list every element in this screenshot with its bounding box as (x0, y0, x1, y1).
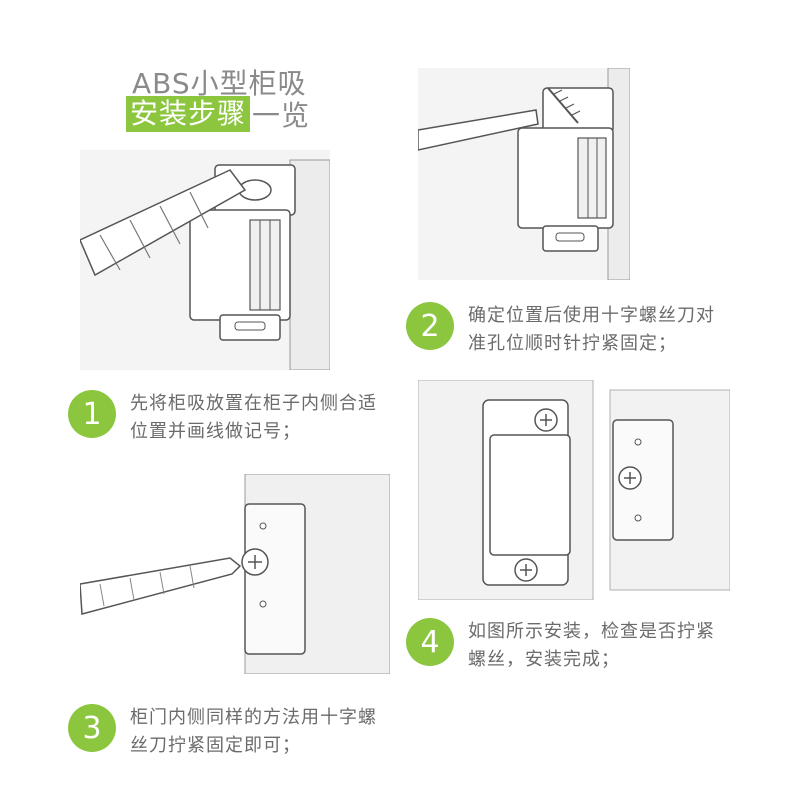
step-number-badge: 4 (406, 618, 454, 666)
step-1: 1 先将柜吸放置在柜子内侧合适位置并画线做记号； (68, 390, 392, 446)
step-3-illustration (80, 474, 390, 674)
step-1-illustration (80, 150, 330, 370)
step-2-illustration (418, 68, 630, 280)
step-2: 2 确定位置后使用十字螺丝刀对准孔位顺时针拧紧固定； (406, 302, 730, 358)
step-number-badge: 1 (68, 390, 116, 438)
title-rest: 一览 (252, 99, 311, 132)
step-text: 柜门内侧同样的方法用十字螺丝刀拧紧固定即可； (130, 707, 377, 756)
step-number-badge: 3 (68, 704, 116, 752)
step-3: 3 柜门内侧同样的方法用十字螺丝刀拧紧固定即可； (68, 704, 392, 760)
title-highlight: 安装步骤 (126, 96, 251, 132)
step-4: 4 如图所示安装，检查是否拧紧螺丝，安装完成； (406, 618, 730, 674)
title-line-2: 安装步骤 一览 (126, 94, 310, 134)
title-line-1: ABS小型柜吸 (132, 67, 307, 100)
step-text: 确定位置后使用十字螺丝刀对准孔位顺时针拧紧固定； (468, 305, 715, 354)
step-number-badge: 2 (406, 302, 454, 350)
step-4-illustration (418, 380, 730, 600)
step-text: 如图所示安装，检查是否拧紧螺丝，安装完成； (468, 621, 715, 670)
step-text: 先将柜吸放置在柜子内侧合适位置并画线做记号； (130, 393, 377, 442)
